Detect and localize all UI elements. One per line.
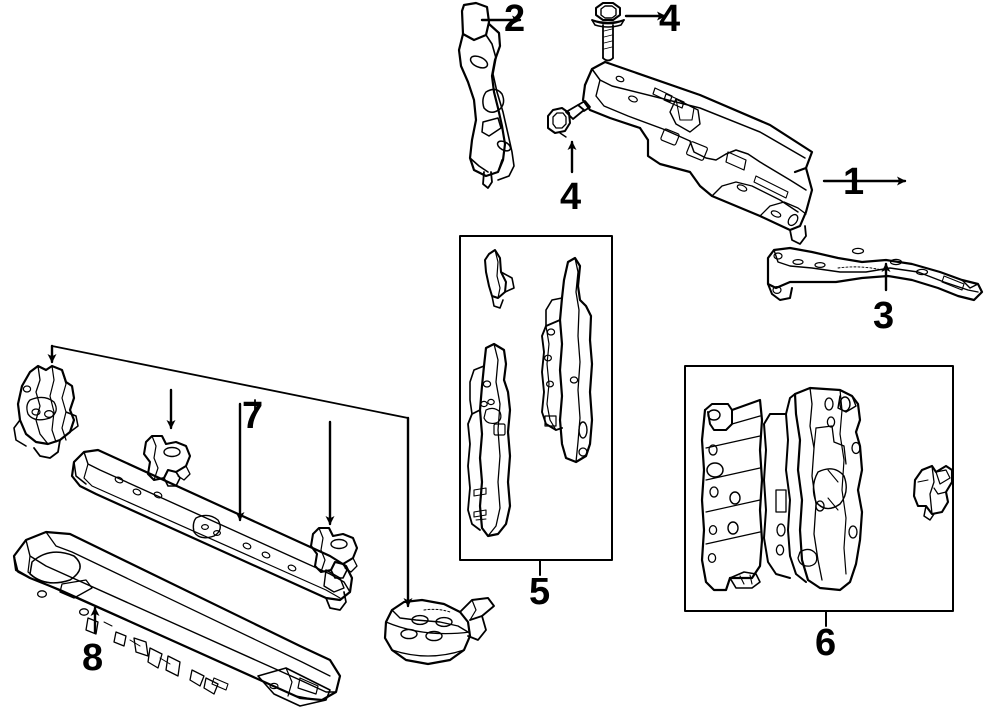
- part-7-lower-tie-bar: [70, 448, 354, 611]
- part-7-dome-mount-cap: [383, 597, 495, 666]
- part-5-tall-left-panel: [467, 342, 512, 538]
- part-6-small-corner-bracket: [912, 464, 954, 521]
- callout-label-4-top: 4: [659, 0, 681, 40]
- part-2-side-support-bracket: [457, 1, 515, 189]
- part-4-flange-hex-bolt-stud: [547, 100, 591, 138]
- part-5-tall-right-panel: [541, 256, 594, 464]
- callout-label-3: 3: [873, 295, 895, 337]
- callout-leaders: [47, 11, 907, 634]
- callout-label-8: 8: [82, 637, 104, 679]
- part-8-lower-sill-rail: [12, 530, 342, 707]
- group-box-6: [684, 365, 954, 627]
- callout-label-2: 2: [504, 0, 526, 40]
- part-1-upper-tie-bar: [581, 60, 814, 245]
- part-7-mounting-clip-right: [309, 526, 359, 579]
- callout-label-1: 1: [843, 161, 865, 203]
- part-6-main-side-bracket: [763, 386, 864, 592]
- callout-label-4-mid: 4: [560, 176, 582, 218]
- callout-label-7: 7: [242, 395, 264, 437]
- part-4-flange-hex-bolt: [591, 2, 625, 62]
- part-7-mounting-clip-left: [142, 434, 192, 487]
- leader-7-bus: [47, 344, 413, 608]
- part-6-perforated-side-panel: [700, 398, 764, 592]
- part-3-lower-cross-brace: [766, 246, 984, 302]
- part-5-small-angle-clip: [484, 249, 515, 309]
- callout-label-6: 6: [815, 622, 837, 664]
- group-box-5: [459, 235, 613, 576]
- part-7-corner-mounting-bracket: [13, 364, 79, 459]
- callout-label-5: 5: [529, 571, 551, 613]
